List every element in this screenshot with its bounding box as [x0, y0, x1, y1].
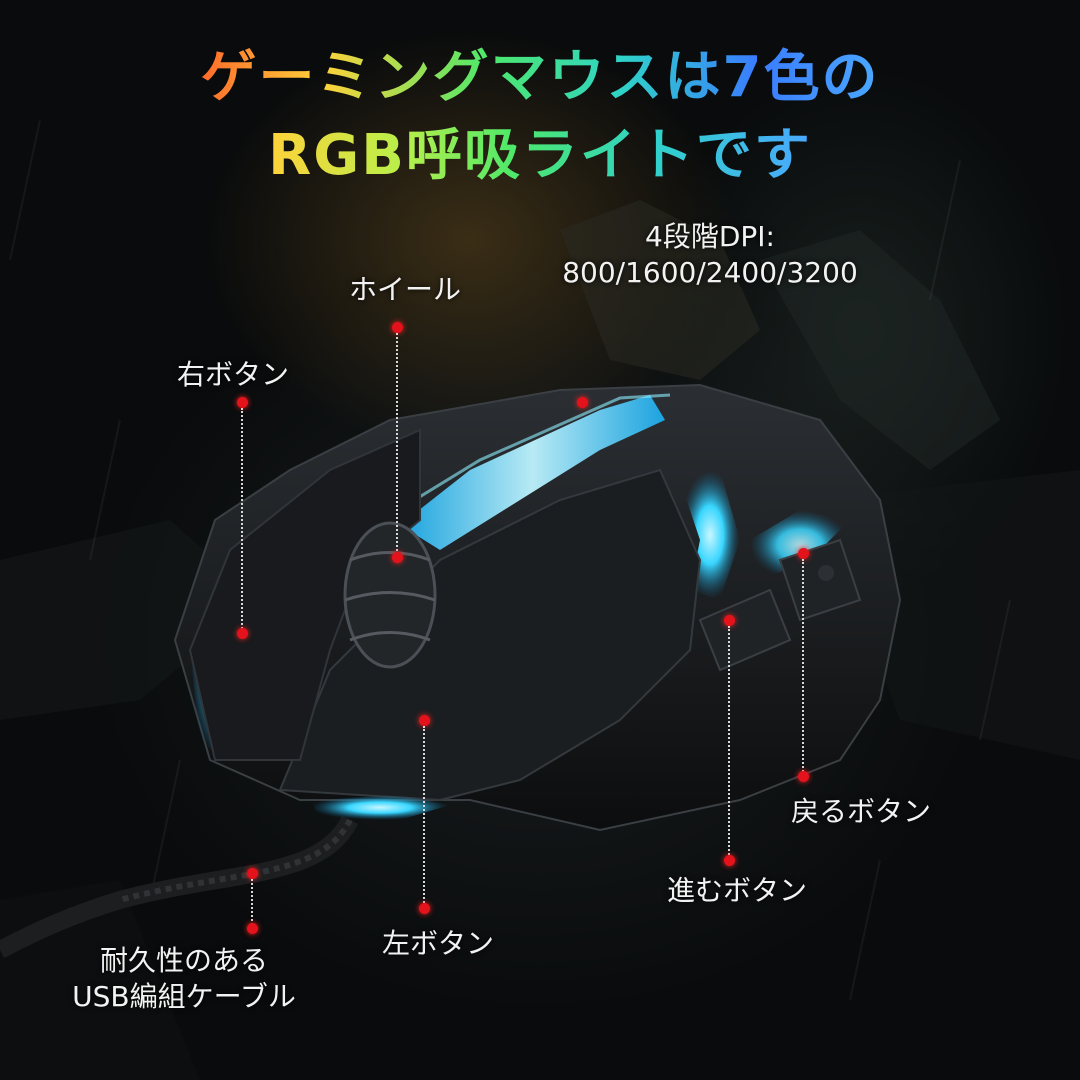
forward-button-callout-dot-top [723, 614, 735, 626]
left-button-label: 左ボタン [381, 927, 495, 960]
dpi-label-line-1: 4段階DPI: [645, 220, 775, 253]
left-button-callout-line [423, 726, 425, 906]
dpi-label-line-2: 800/1600/2400/3200 [562, 256, 858, 290]
headline-line-2: RGB呼吸ライトです [268, 123, 812, 188]
dpi-callout-dot [576, 396, 588, 408]
wheel-callout-dot-top [391, 321, 403, 333]
right-button-callout-dot-top [236, 396, 248, 408]
cable-callout-dot-bottom [246, 922, 258, 934]
right-button-callout-line [241, 408, 243, 632]
back-side-button [778, 538, 862, 622]
cable-label-line-1: 耐久性のある [99, 944, 268, 977]
forward-button-label: 進むボタン [666, 874, 808, 907]
rain-streaks [9, 119, 1011, 1001]
wheel-label: ホイール [348, 273, 462, 306]
cable-callout-line [251, 879, 253, 925]
wheel-callout-dot-bottom [391, 551, 403, 563]
back-button-callout-line [802, 559, 804, 775]
back-button-callout-dot-top [797, 547, 809, 559]
right-button-label: 右ボタン [176, 358, 290, 391]
gaming-mouse [173, 383, 902, 832]
scroll-wheel [343, 521, 437, 669]
right-button-callout-dot-bottom [236, 627, 248, 639]
cable-label: 耐久性のある USB編組ケーブル [72, 943, 296, 1016]
forward-button-callout-line [728, 626, 730, 858]
cable-callout-dot-top [246, 867, 258, 879]
wheel-callout-line [396, 333, 398, 555]
usb-cable [0, 815, 359, 959]
back-button-callout-dot-bottom [797, 770, 809, 782]
back-button-label: 戻るボタン [790, 795, 932, 828]
headline-line-1: ゲーミングマウスは7色の [200, 45, 880, 110]
cable-label-line-2: USB編組ケーブル [72, 980, 296, 1014]
left-button-callout-dot-top [418, 714, 430, 726]
forward-side-button [698, 588, 792, 672]
dpi-label: 4段階DPI: 800/1600/2400/3200 [562, 219, 858, 292]
left-button-callout-dot-bottom [418, 902, 430, 914]
forward-button-callout-dot-bottom [723, 854, 735, 866]
